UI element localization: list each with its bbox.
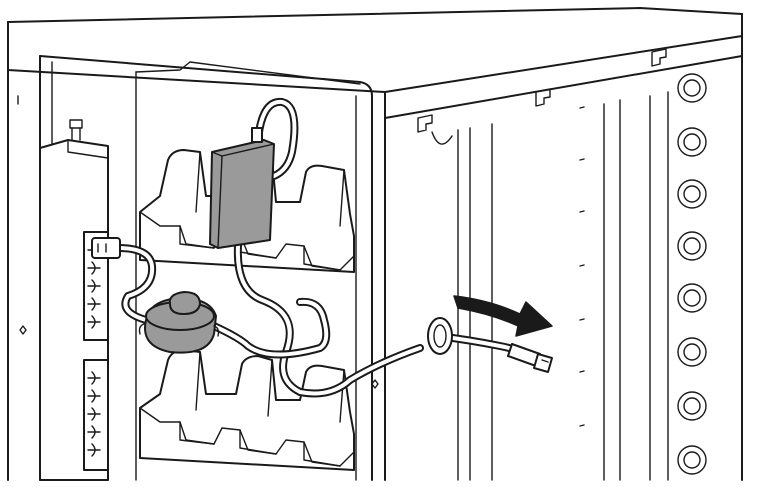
round-adapter-icon <box>138 291 220 354</box>
usb-plug-icon <box>507 343 553 373</box>
cable-grommet-icon <box>427 317 453 355</box>
device-slot-row-lower <box>139 349 355 471</box>
vent-hole-column-icon <box>677 73 707 475</box>
power-cables <box>114 97 536 398</box>
curved-arrow-right-icon <box>453 295 553 337</box>
power-strip-icon <box>39 119 109 481</box>
rail-slot-marks <box>579 106 585 427</box>
power-plug-icon <box>91 237 121 259</box>
laptop-adapter-icon <box>209 127 275 249</box>
cabinet-icon <box>7 7 743 481</box>
